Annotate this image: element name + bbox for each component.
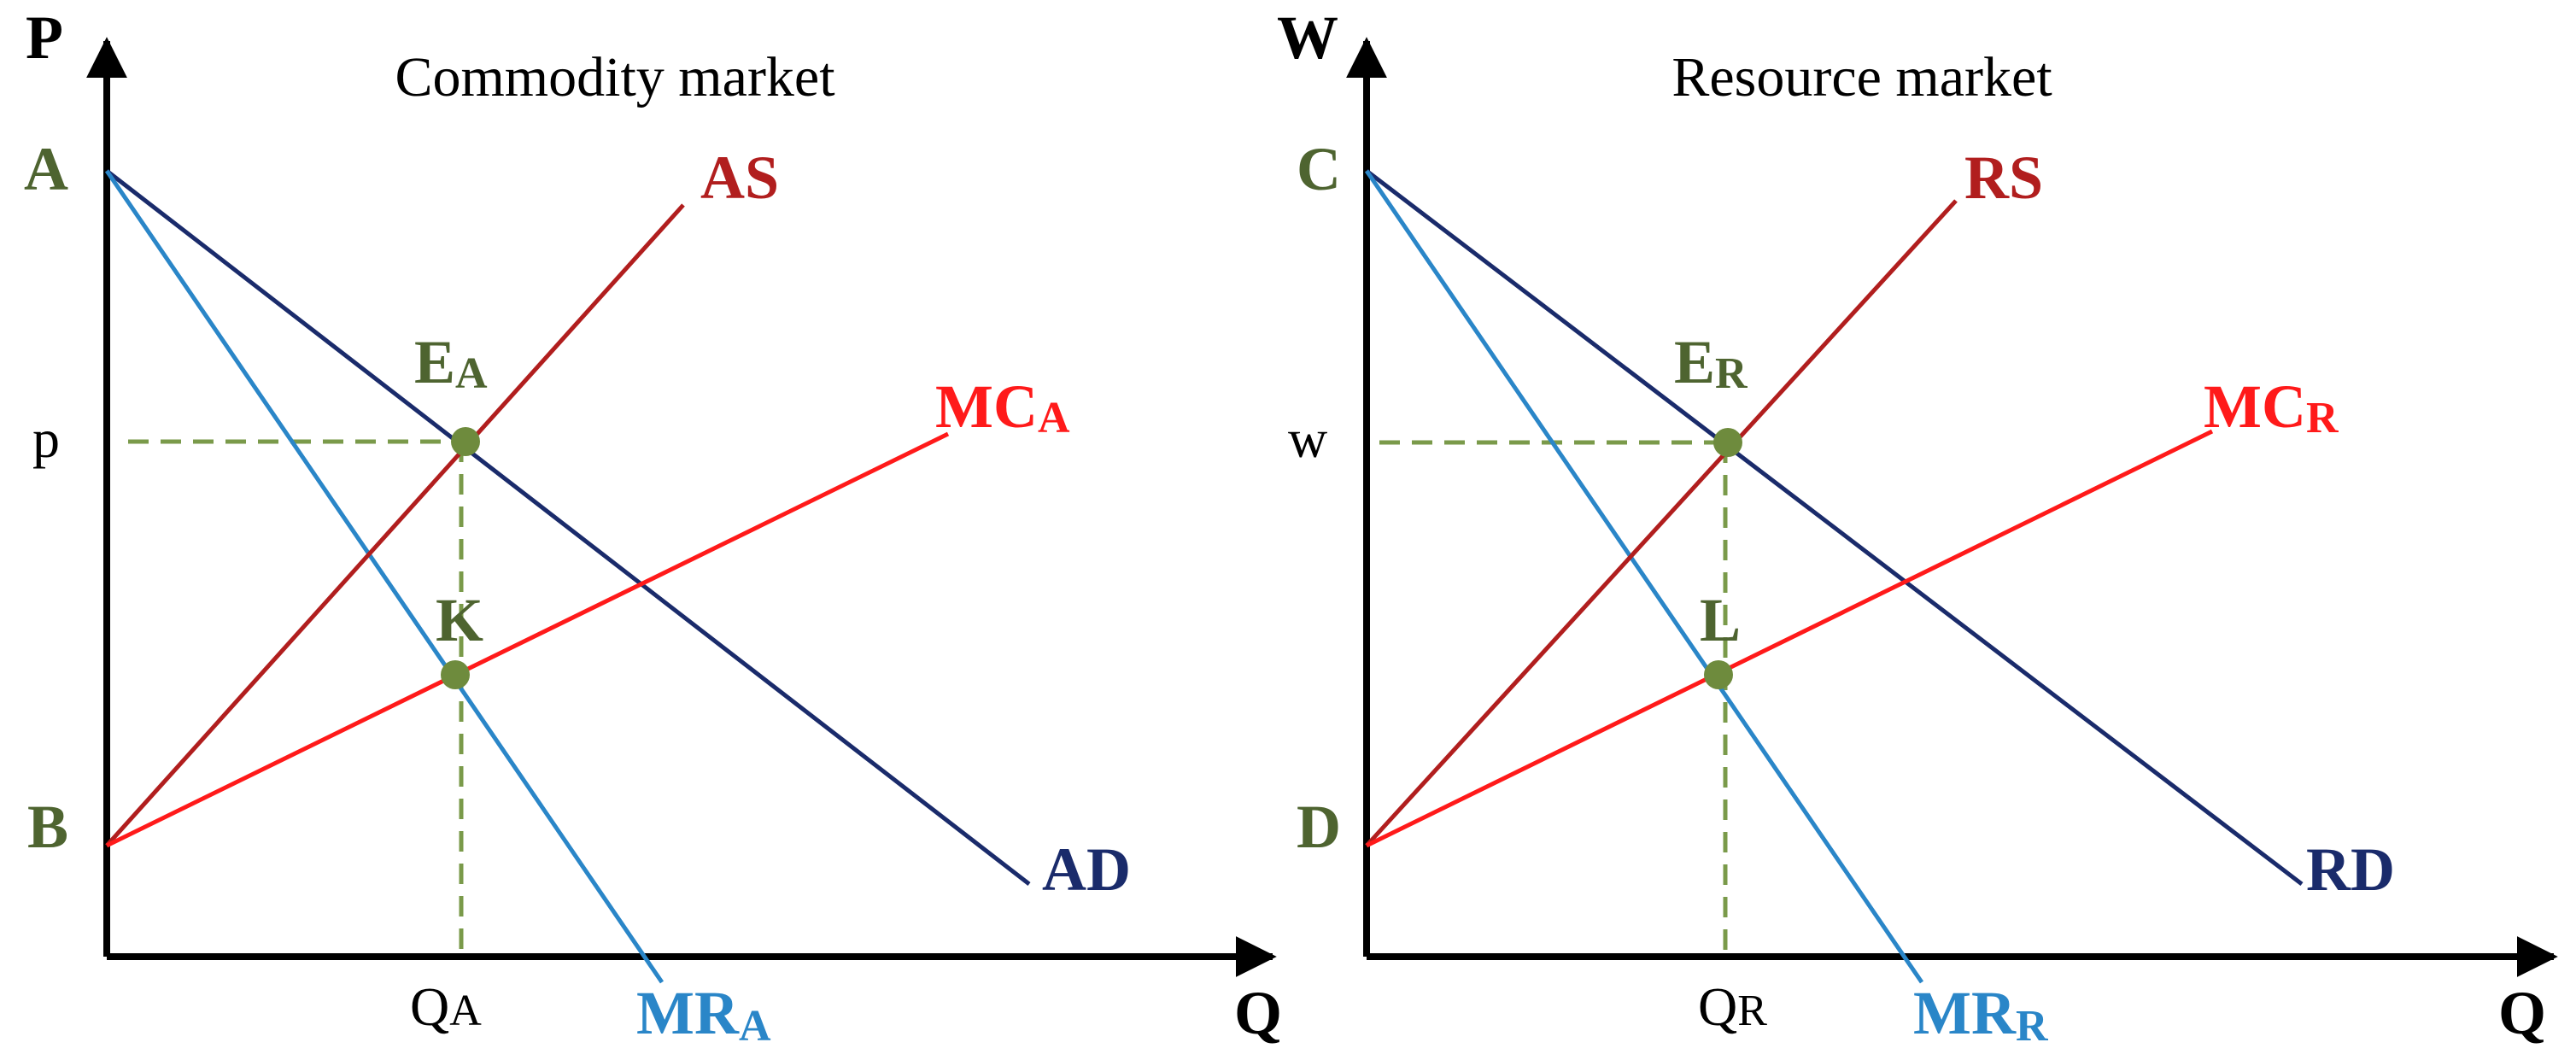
marginal-cost-curve-label: MCR: [2204, 372, 2339, 442]
demand-curve-label: RD: [2306, 835, 2395, 904]
x-axis-label: Q: [2498, 979, 2546, 1047]
intercept-label-bottom: B: [27, 793, 68, 861]
demand-curve-label: AD: [1042, 835, 1131, 904]
marginal-revenue-curve-label: MRR: [1913, 979, 2049, 1051]
equilibrium-label: ER: [1674, 328, 1748, 398]
demand-curve: [105, 169, 1031, 886]
marginal-revenue-curve-label: MRA: [636, 979, 771, 1051]
intercept-label-bottom: D: [1297, 793, 1341, 861]
equilibrium-point: [1713, 428, 1742, 457]
resource-market-panel: Resource market W Q C D ER L w QR RS MCR…: [1277, 3, 2558, 1051]
y-axis-label: P: [26, 3, 63, 72]
marginal-revenue-curve: [104, 169, 664, 984]
mc-mr-label: L: [1700, 586, 1741, 654]
marginal-revenue-curve: [1364, 169, 1924, 984]
marginal-cost-curve-label: MCA: [935, 372, 1070, 442]
supply-curve-label: AS: [700, 143, 779, 212]
mc-mr-intersection-point: [1704, 660, 1733, 689]
marginal-cost-curve: [105, 431, 950, 848]
panel-title: Resource market: [1671, 46, 2052, 108]
supply-curve-label: RS: [1964, 143, 2043, 212]
wage-tick-label: w: [1288, 408, 1327, 469]
equilibrium-label: EA: [414, 328, 488, 398]
intercept-label-top: A: [24, 135, 68, 203]
supply-curve: [105, 203, 685, 847]
price-tick-label: p: [32, 408, 60, 469]
quantity-tick-label: QA: [410, 976, 482, 1037]
commodity-market-panel: Commodity market P Q A B EA K p QA AS MC…: [24, 3, 1282, 1051]
mc-mr-label: K: [436, 586, 483, 654]
supply-curve: [1365, 199, 1958, 847]
x-axis-label: Q: [1234, 979, 1282, 1047]
y-axis-label: W: [1277, 3, 1338, 72]
mc-mr-intersection-point: [441, 660, 470, 689]
marginal-cost-curve: [1365, 429, 2214, 848]
demand-curve: [1365, 169, 2304, 886]
intercept-label-top: C: [1297, 135, 1341, 203]
equilibrium-point: [451, 427, 480, 456]
panel-title: Commodity market: [395, 46, 834, 108]
quantity-tick-label: QR: [1698, 976, 1767, 1037]
